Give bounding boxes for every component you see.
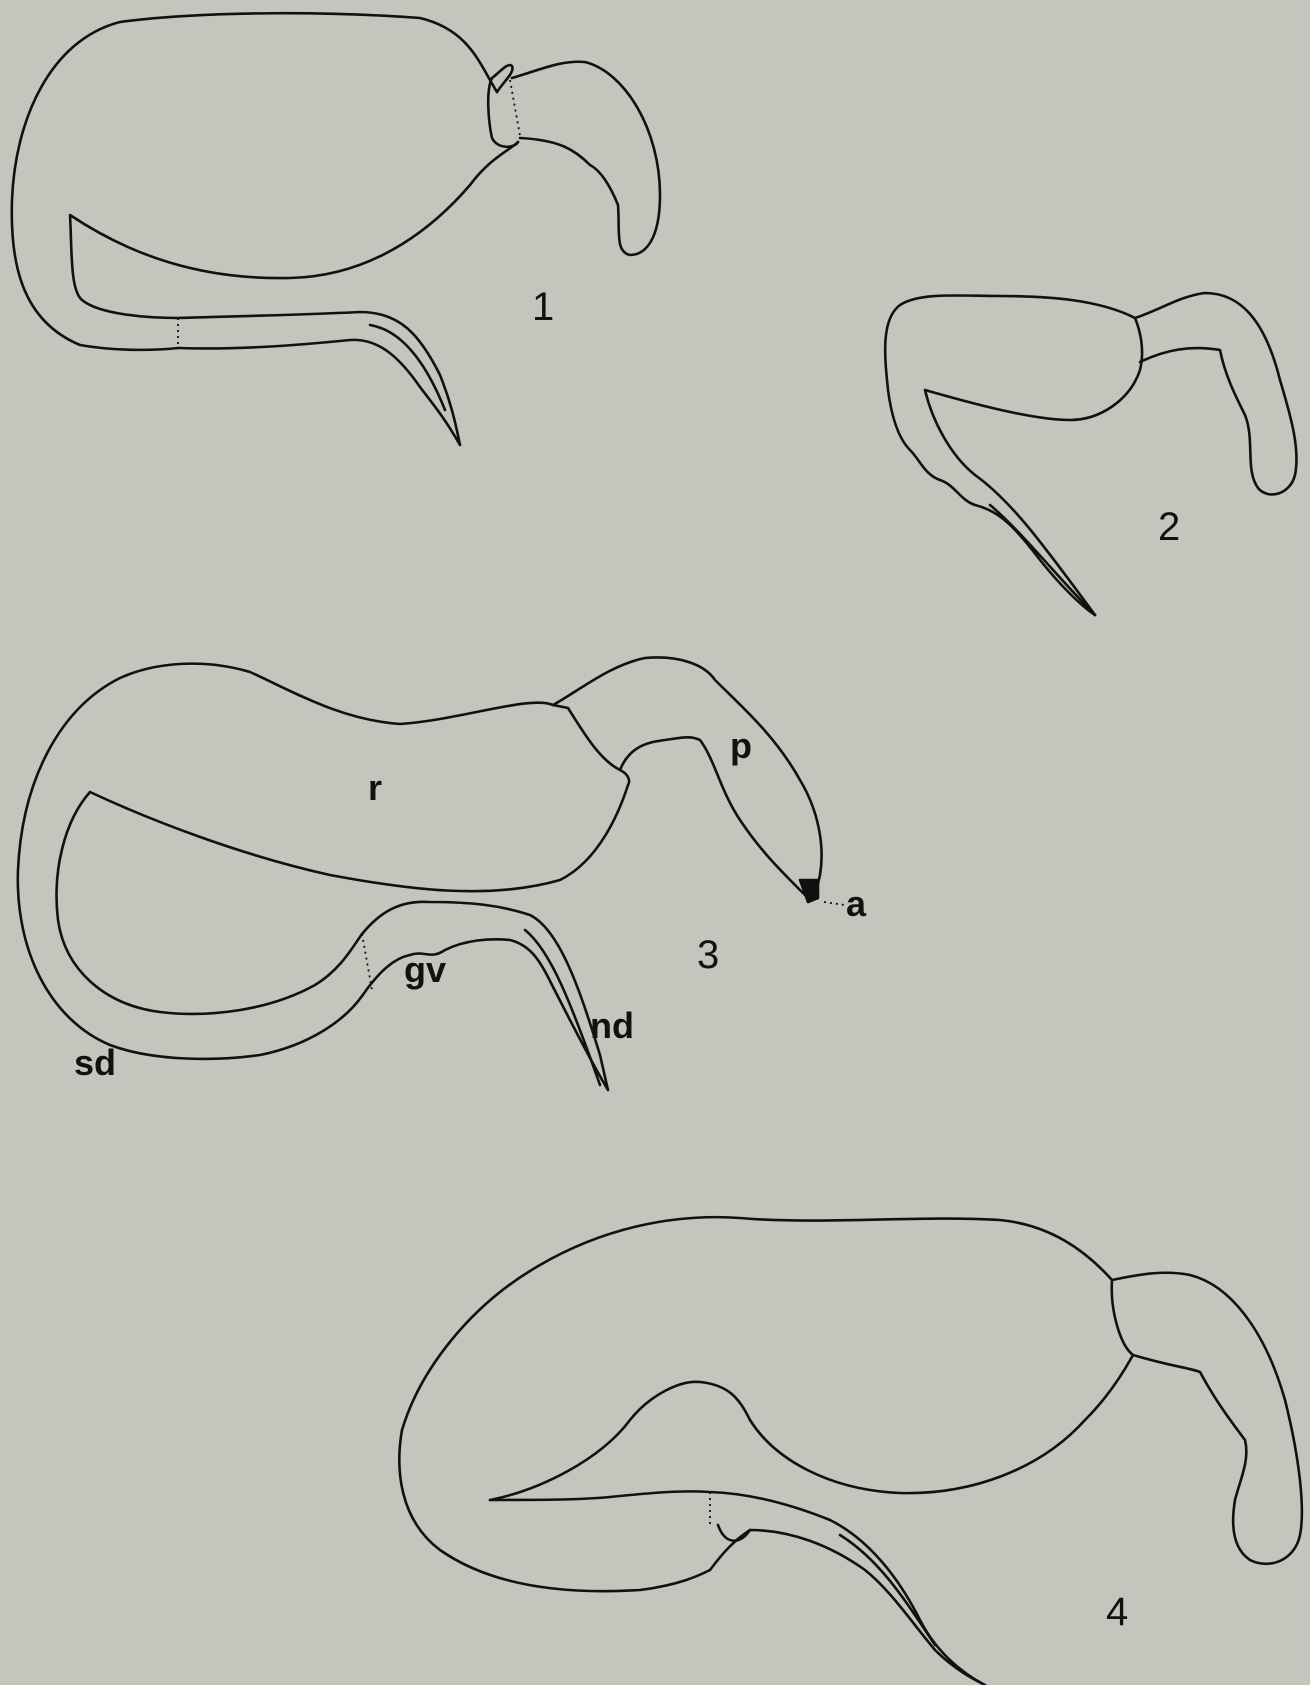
figure-1-duct-inner — [370, 325, 445, 410]
figure-4-inner-outline — [490, 1355, 1133, 1500]
figure-3-label-p: p — [730, 725, 752, 766]
figure-4-number: 4 — [1106, 1590, 1128, 1634]
figure-4-neck — [1112, 1280, 1133, 1355]
figure-1-neck-suture — [510, 80, 520, 136]
figure-3-label-gv: gv — [404, 949, 446, 990]
figure-3-apex-pointer — [824, 902, 845, 905]
figure-4-receptaculum-outline — [399, 1217, 1112, 1591]
figure-3-duct — [362, 902, 608, 1090]
figure-2: 2 — [885, 293, 1296, 615]
figure-2-head — [1135, 293, 1297, 494]
figure-3-neck — [553, 705, 629, 785]
figure-1-number: 1 — [532, 285, 554, 329]
figure-4: 4 — [399, 1217, 1302, 1685]
figure-1-duct — [178, 312, 460, 445]
figure-1-receptaculum-outline — [12, 13, 518, 350]
figure-3-label-a: a — [846, 883, 867, 924]
figure-3-label-nd: nd — [590, 1005, 634, 1046]
figure-4-head — [1112, 1273, 1302, 1564]
figure-3-inner-outline — [57, 785, 628, 1014]
figure-3-label-sd: sd — [74, 1042, 116, 1083]
figure-3-label-r: r — [368, 767, 382, 808]
figure-3-apex-mark — [800, 880, 818, 902]
figure-3-head — [553, 657, 822, 898]
figure-2-number: 2 — [1158, 505, 1180, 549]
figure-4-duct — [490, 1491, 985, 1685]
figure-1-head-hook — [512, 62, 660, 255]
figure-3-duct-suture — [362, 934, 372, 990]
figure-2-receptaculum-outline — [885, 295, 1135, 615]
figure-3: r p a gv nd sd 3 — [18, 657, 867, 1090]
figure-2-inner-outline — [925, 318, 1142, 615]
figure-1: 1 — [12, 13, 660, 445]
figure-3-number: 3 — [697, 933, 719, 977]
